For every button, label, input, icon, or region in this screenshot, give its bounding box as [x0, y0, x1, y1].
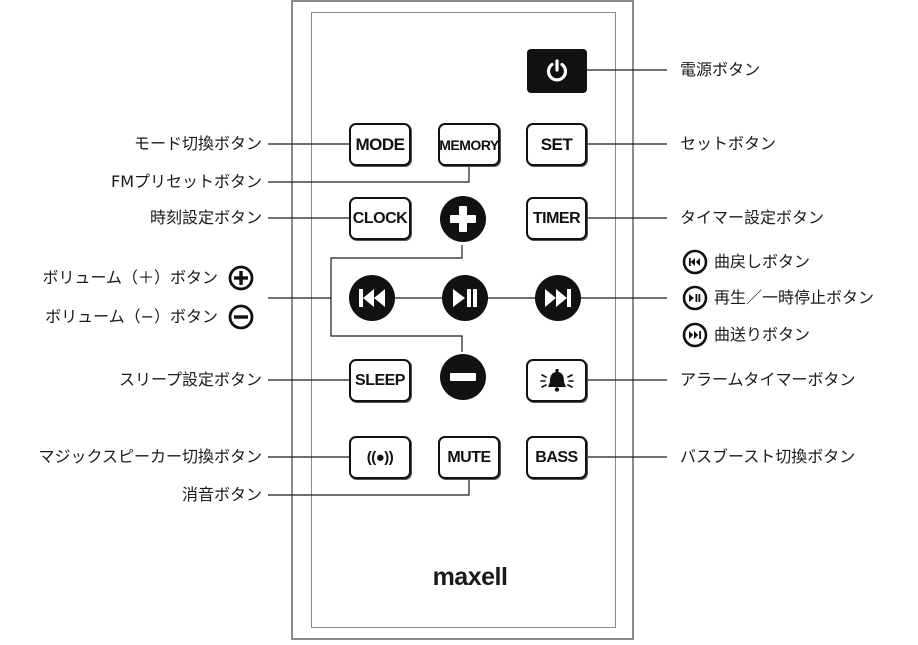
label-alarm: アラームタイマーボタン — [680, 370, 856, 389]
label-mute: 消音ボタン — [181, 485, 262, 504]
timer-button[interactable]: TIMER — [526, 197, 587, 240]
mode-button[interactable]: MODE — [349, 123, 411, 166]
bass-button[interactable]: BASS — [526, 436, 587, 479]
plus-icon — [450, 206, 476, 232]
volume-up-button[interactable] — [440, 196, 486, 242]
set-button[interactable]: SET — [526, 123, 587, 166]
clock-button[interactable]: CLOCK — [349, 197, 411, 240]
skip-back-icon — [359, 289, 385, 307]
label-volume-up: ボリューム（＋）ボタン — [42, 268, 218, 287]
minus-icon — [228, 304, 254, 330]
plus-icon — [228, 265, 254, 291]
label-fm-preset: FMプリセットボタン — [110, 172, 262, 191]
play-pause-button[interactable] — [442, 275, 488, 321]
alarm-bell-icon — [539, 368, 574, 392]
label-sleep: スリープ設定ボタン — [118, 370, 262, 389]
label-set: セットボタン — [680, 134, 777, 153]
label-play-pause: 再生／一時停止ボタン — [714, 288, 875, 307]
label-mode: モード切換ボタン — [133, 134, 262, 153]
label-volume-down: ボリューム（−）ボタン — [45, 307, 218, 326]
sleep-button[interactable]: SLEEP — [349, 359, 411, 402]
mute-button[interactable]: MUTE — [438, 436, 500, 479]
label-next: 曲送りボタン — [714, 325, 811, 344]
label-bass-boost: バスブースト切換ボタン — [680, 447, 856, 466]
minus-icon — [450, 373, 476, 381]
alarm-timer-button[interactable] — [526, 359, 587, 402]
play-pause-icon — [453, 289, 477, 307]
label-clock: 時刻設定ボタン — [149, 208, 262, 227]
prev-track-button[interactable] — [349, 275, 395, 321]
power-button[interactable] — [527, 49, 587, 93]
label-timer: タイマー設定ボタン — [680, 208, 825, 227]
label-magic-speaker: マジックスピーカー切換ボタン — [38, 447, 262, 466]
memory-button[interactable]: MEMORY — [438, 123, 500, 166]
magic-speaker-button[interactable]: ((●)) — [349, 436, 411, 479]
label-prev: 曲戻しボタン — [714, 252, 811, 271]
power-icon — [546, 59, 568, 82]
skip-forward-icon — [545, 289, 571, 307]
brand-logo-text: maxell — [432, 563, 508, 591]
skip-forward-icon — [682, 322, 708, 348]
label-power: 電源ボタン — [680, 60, 761, 79]
play-pause-icon — [682, 285, 708, 311]
next-track-button[interactable] — [535, 275, 581, 321]
volume-down-button[interactable] — [440, 354, 486, 400]
skip-back-icon — [682, 249, 708, 275]
